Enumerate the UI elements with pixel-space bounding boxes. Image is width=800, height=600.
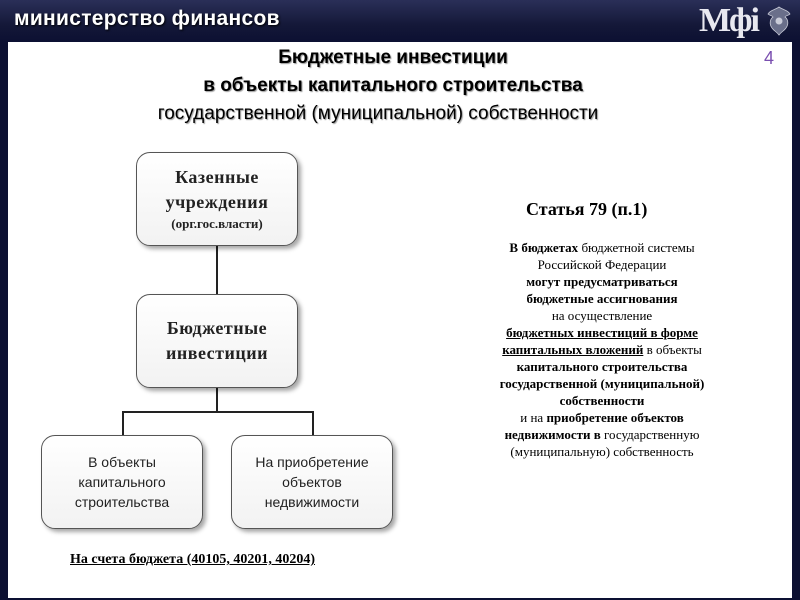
article-line-12-rest: государственную	[600, 427, 700, 442]
box-budget-investments: Бюджетные инвестиции	[136, 294, 298, 388]
article-line-7-bold: капитальных вложений	[502, 342, 643, 357]
box-budget-investments-line1: Бюджетные	[166, 318, 268, 338]
header-bar: министерство финансов Мфі	[0, 0, 800, 42]
article-line-1-rest: бюджетной системы	[578, 240, 695, 255]
title-line-3: государственной (муниципальной) собствен…	[157, 103, 599, 124]
article-line-10: собственности	[448, 392, 756, 409]
connector-horizontal	[122, 411, 314, 413]
ministry-title: министерство финансов	[14, 7, 280, 30]
connector-mid-down	[216, 388, 218, 412]
box-real-estate-line2: объектов	[282, 474, 342, 490]
article-line-13: (муниципальную) собственность	[510, 444, 694, 459]
box-state-institutions-sub: (орг.гос.власти)	[171, 216, 263, 231]
article-line-4: бюджетные ассигнования	[448, 290, 756, 307]
article-line-11-pre: и на	[520, 410, 547, 425]
box-budget-investments-line2: инвестиции	[166, 343, 268, 363]
article-line-5: на осуществление	[551, 308, 653, 323]
budget-accounts-note: На счета бюджета (40105, 40201, 40204)	[70, 552, 316, 567]
article-line-7-rest: в объекты	[643, 342, 702, 357]
article-line-6-bold: бюджетных инвестиций в форме	[506, 325, 698, 340]
article-line-7-underlined: капитальных вложений	[502, 342, 644, 357]
article-line-1-bold: В бюджетах	[509, 240, 579, 255]
article-title: Статья 79 (п.1)	[526, 199, 648, 219]
title-line-1: Бюджетные инвестиции	[278, 47, 508, 68]
article-line-1: В бюджетах бюджетной системы	[448, 239, 756, 256]
article-line-11-bold: приобретение объектов	[546, 410, 684, 425]
article-line-6-underlined: бюджетных инвестиций в форме	[506, 325, 698, 340]
box-state-institutions: Казенные учреждения (орг.гос.власти)	[136, 152, 298, 246]
box-real-estate-line3: недвижимости	[264, 494, 360, 510]
connector-right-drop	[312, 411, 314, 435]
connector-left-drop	[122, 411, 124, 435]
box-state-institutions-line2: учреждения	[165, 192, 269, 212]
slide-title: Бюджетные инвестиции в объекты капитальн…	[8, 44, 748, 128]
box-capital-construction-line1: В объекты	[88, 454, 156, 470]
box-real-estate: На приобретение объектов недвижимости	[231, 435, 393, 529]
article-line-9: государственной (муниципальной)	[448, 375, 756, 392]
article-line-9-bold: государственной (муниципальной)	[499, 376, 705, 391]
box-capital-construction-line2: капитального	[78, 474, 166, 490]
article-line-8-bold: капитального строительства	[516, 359, 688, 374]
ministry-logo: Мфі	[698, 2, 760, 39]
article-line-10-bold: собственности	[559, 393, 645, 408]
box-real-estate-line1: На приобретение	[255, 454, 369, 470]
article-line-11: и на приобретение объектов	[448, 409, 756, 426]
article-line-4-bold: бюджетные ассигнования	[526, 291, 678, 306]
box-capital-construction-line3: строительства	[74, 494, 170, 510]
article-line-6: бюджетных инвестиций в форме	[448, 324, 756, 341]
slide: 4 Бюджетные инвестиции в объекты капитал…	[8, 42, 792, 598]
title-line-2: в объекты капитального строительства	[203, 75, 583, 96]
article-line-3: могут предусматриваться	[448, 273, 756, 290]
article-line-3-bold: могут предусматриваться	[526, 274, 678, 289]
connector-top-mid	[216, 246, 218, 294]
article-line-12: недвижимости в государственную	[448, 426, 756, 443]
article-line-12-bold: недвижимости в	[504, 427, 601, 442]
article-line-8: капитального строительства	[448, 358, 756, 375]
coat-of-arms-icon	[767, 6, 791, 36]
box-state-institutions-line1: Казенные	[175, 167, 259, 187]
article-line-7: капитальных вложений в объекты	[448, 341, 756, 358]
article-line-2: Российской Федерации	[537, 257, 667, 272]
box-capital-construction: В объекты капитального строительства	[41, 435, 203, 529]
article-text: В бюджетах бюджетной системы Российской …	[448, 239, 756, 460]
slide-number: 4	[763, 48, 774, 68]
